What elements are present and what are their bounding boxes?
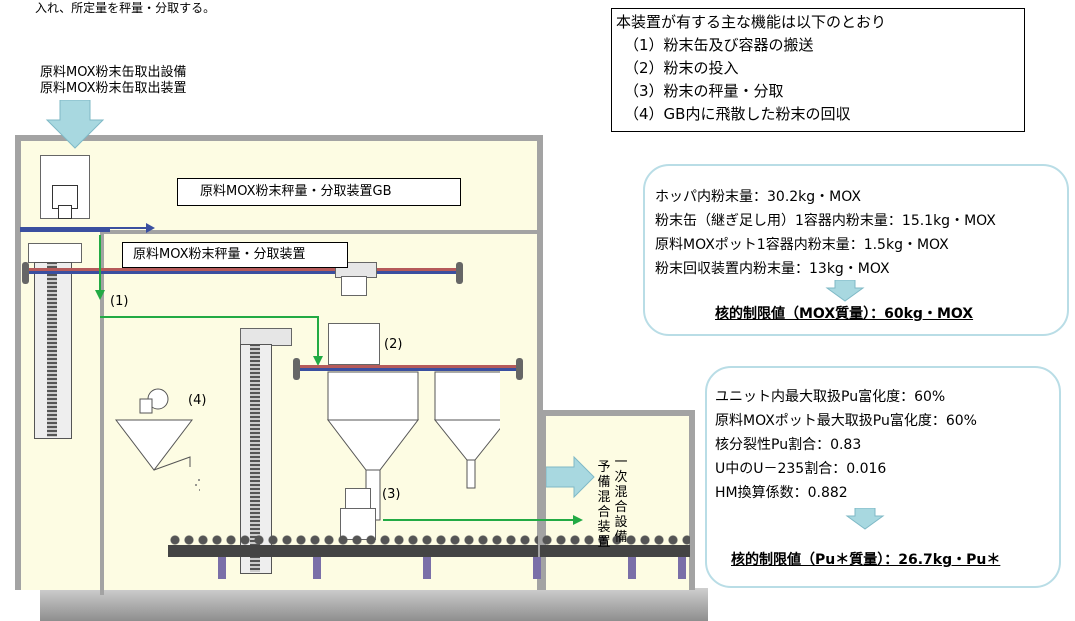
label-preliminary-mixer: 予備混合装置	[597, 460, 611, 550]
powder-feeder	[328, 323, 380, 365]
rail-end-left	[22, 262, 29, 284]
supply-label-2: 原料MOX粉末缶取出装置	[40, 81, 187, 96]
mox-line: 粉末缶（継ぎ足し用）1容器内粉末量：15.1kg・MOX	[655, 213, 996, 229]
supply-label-1: 原料MOX粉末缶取出設備	[40, 65, 187, 80]
pu-line: U中のU－235割合：0.016	[715, 461, 887, 477]
central-lifter-screw	[250, 344, 260, 572]
main-conveyor	[168, 545, 538, 557]
pu-line: 核分裂性Pu割合：0.83	[715, 437, 862, 453]
canister-gripper	[58, 205, 72, 219]
pu-line: HM換算係数：0.882	[715, 485, 848, 501]
hoppers	[326, 371, 500, 521]
function-item: （2）粉末の投入	[624, 59, 739, 77]
label-primary-mixing: 一次混合設備	[614, 455, 628, 545]
mox-down-arrow	[825, 280, 865, 302]
pu-limit-result: 核的制限値（Pu＊質量）：26.7kg・Pu＊	[731, 552, 1001, 568]
rail-end-right	[456, 262, 463, 284]
side-conveyor	[540, 545, 690, 557]
device-label-box: 原料MOX粉末秤量・分取装置	[122, 242, 348, 268]
gb-label-box: 原料MOX粉末秤量・分取装置GB	[177, 178, 461, 206]
mox-line: ホッパ内粉末量：30.2kg・MOX	[655, 189, 861, 205]
transfer-rail	[20, 227, 110, 232]
hopper-rail-end-right	[516, 358, 523, 380]
function-box: 本装置が有する主な機能は以下のとおり （1）粉末缶及び容器の搬送 （2）粉末の投…	[611, 8, 1025, 132]
pu-line: 原料MOXポット最大取扱Pu富化度：60%	[715, 413, 977, 429]
hopper-rail	[296, 365, 520, 371]
marker-4: (4)	[188, 393, 207, 408]
function-title: 本装置が有する主な機能は以下のとおり	[616, 13, 887, 31]
function-item: （3）粉末の秤量・分取	[624, 82, 784, 100]
lifter-screw	[47, 262, 57, 437]
pu-line: ユニット内最大取扱Pu富化度：60%	[715, 389, 946, 405]
conveyor-legs	[168, 557, 698, 579]
function-item: （4）GB内に飛散した粉末の回収	[624, 105, 851, 123]
main-conveyor-rollers	[168, 534, 538, 545]
carriage-hoist	[341, 276, 367, 296]
top-note: 入れ、所定量を秤量・分取する。	[35, 1, 216, 15]
pu-limit-panel: ユニット内最大取扱Pu富化度：60% 原料MOXポット最大取扱Pu富化度：60%…	[705, 366, 1061, 588]
device-label: 原料MOX粉末秤量・分取装置	[133, 247, 306, 262]
to-mixing-arrow	[546, 455, 595, 499]
pu-down-arrow	[845, 508, 885, 530]
marker-2: (2)	[384, 337, 403, 352]
floor-slab	[40, 588, 708, 621]
supply-arrow	[45, 100, 105, 149]
upper-rail	[25, 268, 460, 274]
mox-limit-panel: ホッパ内粉末量：30.2kg・MOX 粉末缶（継ぎ足し用）1容器内粉末量：15.…	[643, 164, 1069, 336]
marker-1: (1)	[110, 294, 129, 309]
function-item: （1）粉末缶及び容器の搬送	[624, 36, 814, 54]
transfer-direction-arrow	[108, 223, 155, 233]
device-frame	[100, 230, 543, 595]
side-conveyor-rollers	[540, 534, 690, 545]
gb-label: 原料MOX粉末秤量・分取装置GB	[200, 184, 392, 199]
marker-3: (3)	[382, 487, 401, 502]
mox-line: 原料MOXポット1容器内粉末量：1.5kg・MOX	[655, 237, 949, 253]
mox-line: 粉末回収装置内粉末量：13kg・MOX	[655, 261, 890, 277]
mox-limit-result: 核的制限値（MOX質量）：60kg・MOX	[715, 306, 974, 322]
hopper-rail-end-left	[293, 358, 300, 380]
powder-recovery-unit	[114, 388, 200, 491]
scale-column	[345, 488, 371, 510]
